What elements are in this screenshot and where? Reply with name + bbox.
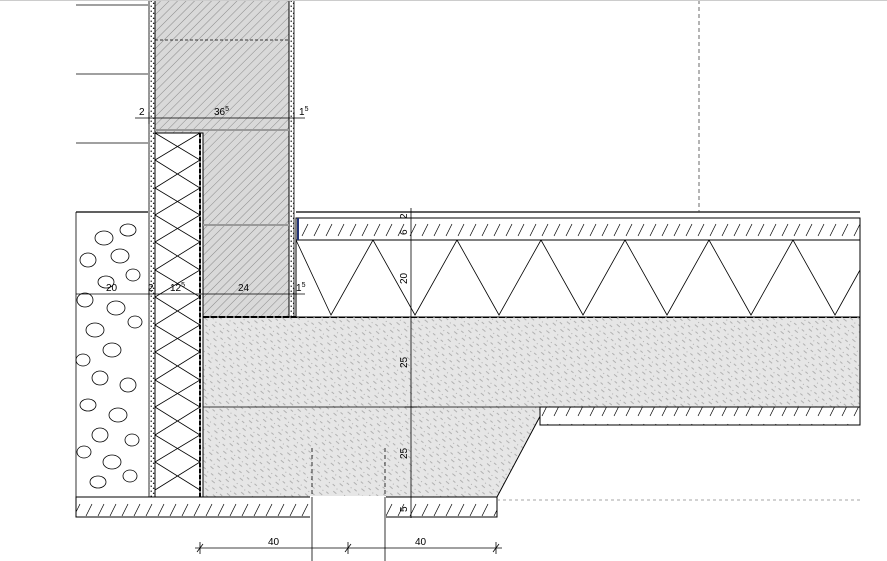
dim-screed-top: 2 — [399, 213, 410, 219]
dim-foundation-left: 40 — [268, 537, 280, 548]
dim-base-layer: 5 — [399, 506, 410, 512]
wall-render-left — [148, 0, 156, 498]
dim-slab-lower: 25 — [399, 447, 410, 459]
dim-foundation-right: 40 — [415, 537, 427, 548]
dimension-chain-bottom — [195, 542, 502, 554]
floor-insulation — [295, 239, 861, 318]
wall-render-right — [288, 0, 295, 318]
dim-bottom-small-gap: 2 — [148, 283, 154, 294]
dimension-chain-top — [135, 112, 305, 124]
dim-lower-right-gap: 15 — [296, 282, 306, 294]
dim-wall-width: 365 — [214, 106, 229, 118]
dim-bottom-left-gap: 20 — [106, 283, 118, 294]
dim-slab-upper: 25 — [399, 356, 410, 368]
dimension-chain-middle — [76, 288, 305, 300]
blinding-layer — [75, 496, 498, 518]
dim-wall-lower-width: 24 — [238, 283, 250, 294]
gravel-fill — [75, 211, 148, 497]
dim-top-left-gap: 2 — [139, 107, 145, 118]
dim-top-right-gap: 15 — [299, 106, 309, 118]
perimeter-insulation — [154, 132, 201, 498]
dimension-chain-vertical — [405, 208, 417, 518]
floor-screed — [295, 217, 861, 241]
lean-concrete-right — [539, 406, 861, 426]
dim-floor-insulation: 20 — [399, 272, 410, 284]
dim-insulation-width: 125 — [170, 282, 185, 294]
dim-screed-main: 6 — [399, 229, 410, 235]
